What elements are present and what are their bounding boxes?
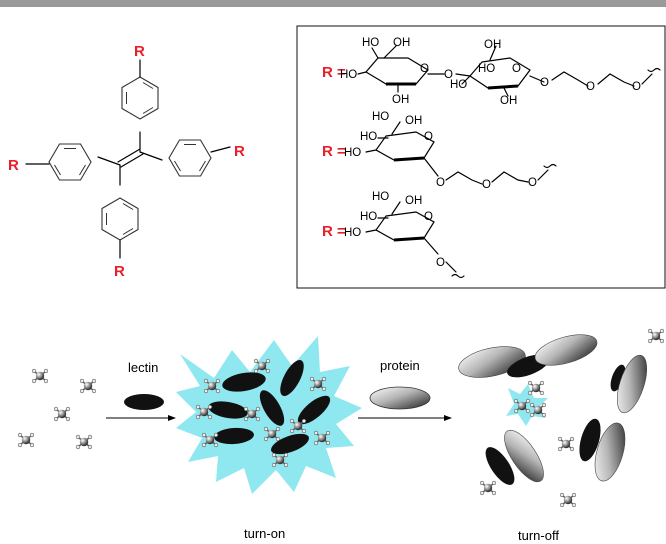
label-chain-o-4: O — [436, 177, 445, 189]
r-equals-label-3: R = — [322, 223, 346, 240]
label-ring-o-1: O — [420, 63, 429, 75]
label-ho-9: HO — [360, 211, 377, 223]
protein-shape — [369, 386, 431, 410]
free-probes — [17, 368, 97, 450]
label-ring-o-3: O — [424, 131, 433, 143]
lectin-cluster — [208, 359, 331, 455]
label-chain-o-3: O — [632, 81, 641, 93]
turn-on-label: turn-on — [244, 526, 285, 541]
label-ho-8: HO — [372, 191, 389, 203]
substituent-label-right: R — [234, 143, 245, 160]
substituent-label-bottom: R — [114, 263, 125, 280]
phenyl-ring-top — [121, 76, 159, 120]
displaced-complexes — [458, 334, 648, 485]
arrow-head-2 — [444, 415, 452, 421]
substituent-label-left: R — [8, 157, 19, 174]
label-oh-5: OH — [405, 115, 422, 127]
label-ho-3: HO — [450, 79, 467, 91]
label-oh-2: OH — [392, 94, 409, 106]
label-ho-6: HO — [360, 131, 377, 143]
r-equals-label-2: R = — [322, 143, 346, 160]
tpe-molecule: R R R R — [8, 43, 245, 280]
label-ho-7: HO — [344, 147, 361, 159]
r-group-2: R = HO OH HO HO O O O O — [322, 111, 557, 191]
label-chain-o-2: O — [586, 81, 595, 93]
top-divider — [0, 0, 666, 7]
label-chain-o-1: O — [540, 77, 549, 89]
label-oh-8: OH — [405, 195, 422, 207]
attachment-wavy-3 — [451, 273, 465, 279]
label-ho-10: HO — [344, 227, 361, 239]
turn-off-label: turn-off — [518, 528, 559, 543]
r-group-1: R = HO OH HO OH O O OH HO OH HO O O O O — [322, 37, 661, 107]
double-bond-b — [120, 153, 144, 168]
phenyl-ring-left — [48, 143, 92, 181]
label-ho-2: HO — [340, 69, 357, 81]
arrow-head-1 — [168, 415, 176, 421]
label-chain-o-5: O — [482, 179, 491, 191]
substituent-label-top: R — [134, 43, 145, 60]
r-definition-box — [296, 25, 666, 289]
label-ring-o-2: O — [512, 63, 521, 75]
r-equals-label-1: R = — [322, 64, 346, 81]
label-chain-o-7: O — [436, 257, 445, 269]
label-ho-1: HO — [362, 37, 379, 49]
attachment-wavy-1 — [647, 67, 661, 73]
label-ho-4: HO — [478, 63, 495, 75]
label-ring-o-4: O — [424, 211, 433, 223]
residual-glow — [506, 384, 548, 426]
phenyl-ring-right — [168, 139, 212, 177]
label-oh-1: OH — [393, 37, 410, 49]
attachment-wavy-2 — [543, 163, 557, 169]
label-glyco-o-1: O — [444, 69, 453, 81]
lectin-label: lectin — [128, 360, 158, 375]
label-oh-3: OH — [484, 39, 501, 51]
r-group-3: R = HO OH HO HO O O — [322, 191, 465, 279]
phenyl-ring-bottom — [101, 197, 139, 241]
protein-label: protein — [380, 358, 420, 373]
lectin-shape — [124, 394, 164, 410]
double-bond-a — [117, 148, 141, 163]
label-chain-o-6: O — [528, 177, 537, 189]
label-oh-4: OH — [500, 95, 517, 107]
label-ho-5: HO — [372, 111, 389, 123]
